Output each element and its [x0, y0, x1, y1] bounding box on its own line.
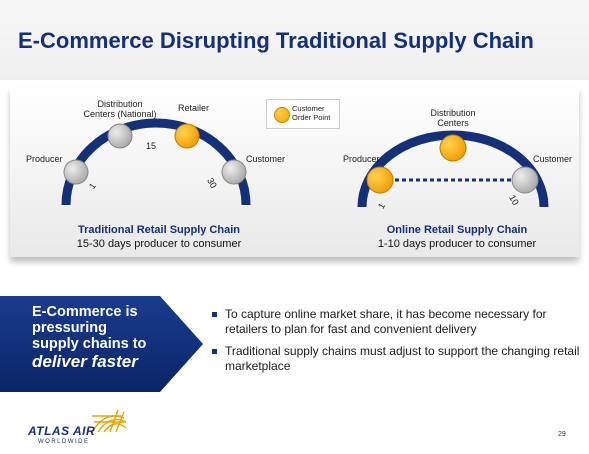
online-producer-node [366, 166, 394, 194]
bullet-text: Traditional supply chains must adjust to… [225, 344, 580, 373]
traditional-customer-label: Customer [246, 154, 286, 164]
traditional-producer-label: Producer [26, 154, 63, 164]
legend-label-line2: Order Point [292, 113, 331, 122]
globe-icon [91, 409, 127, 433]
traditional-distribution-node [107, 123, 133, 149]
logo-name: ATLAS AIR [28, 424, 96, 438]
callout-line3: supply chains to [32, 336, 147, 352]
callout-text: E-Commerce is pressuring supply chains t… [32, 304, 197, 372]
traditional-chain-subtitle: 15-30 days producer to consumer [76, 238, 242, 250]
legend-label-line1: Customer [292, 104, 325, 113]
online-chain-subtitle: 1-10 days producer to consumer [377, 238, 537, 250]
legend: Customer Order Point [266, 99, 340, 129]
callout-line2: pressuring [32, 320, 107, 336]
online-chain-title: Online Retail Supply Chain [386, 224, 528, 236]
online-customer-node [511, 166, 539, 194]
callout-line1: E-Commerce is [32, 304, 138, 320]
traditional-retailer-label: Retailer [178, 103, 210, 113]
traditional-number-15: 15 [146, 141, 157, 151]
traditional-producer-node [63, 159, 89, 185]
traditional-retailer-node [174, 123, 200, 149]
logo-subtitle: WORLDWIDE [38, 439, 90, 445]
callout-emphasis: deliver faster [32, 352, 138, 371]
traditional-distribution-label: Distribution Centers (National) [72, 99, 168, 119]
title-band [0, 0, 589, 80]
legend-label: Customer Order Point [292, 104, 330, 122]
traditional-chain-title: Traditional Retail Supply Chain [78, 224, 240, 236]
traditional-customer-node [221, 159, 247, 185]
bullet-square-icon [212, 349, 217, 354]
customer-order-point-icon [274, 107, 290, 123]
online-distribution-node [439, 134, 467, 162]
callout-arrow [0, 296, 203, 392]
bullet-square-icon [212, 312, 217, 317]
atlas-air-logo: ATLAS AIR WORLDWIDE [28, 408, 138, 452]
page-number: 29 [558, 431, 566, 438]
traditional-distribution-label-line1: Distribution [97, 99, 143, 109]
supply-chain-diagrams [61, 118, 549, 208]
online-distribution-label-line1: Distribution [430, 108, 476, 118]
traditional-arc [61, 118, 251, 206]
online-customer-label: Customer [533, 154, 573, 164]
online-distribution-label-line2: Centers [437, 118, 469, 128]
online-producer-label: Producer [343, 154, 380, 164]
bullet-list: To capture online market share, it has b… [210, 307, 585, 381]
online-distribution-label: Distribution Centers [423, 108, 483, 128]
slide-title: E-Commerce Disrupting Traditional Supply… [18, 28, 534, 53]
bullet-item: To capture online market share, it has b… [210, 307, 585, 337]
bullet-item: Traditional supply chains must adjust to… [210, 344, 585, 374]
bullet-text: To capture online market share, it has b… [225, 307, 547, 336]
traditional-distribution-label-line2: Centers (National) [83, 109, 157, 119]
